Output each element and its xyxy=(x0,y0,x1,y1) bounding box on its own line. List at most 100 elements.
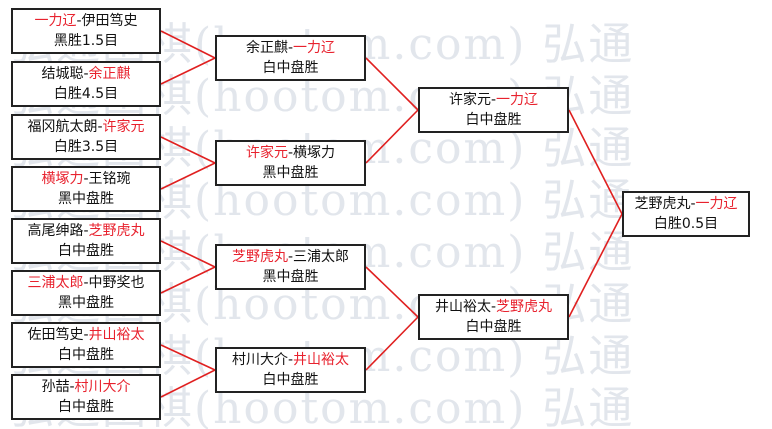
player-name: 一力辽 xyxy=(293,40,336,56)
match-players: 福冈航太朗-许家元 xyxy=(27,117,144,137)
connector-line xyxy=(365,316,419,371)
separator: - xyxy=(690,196,696,212)
player-name: 井山裕太 xyxy=(434,299,491,315)
round3-match-box: 井山裕太-芝野虎丸白中盘胜 xyxy=(418,294,569,340)
player-name: 中野奖也 xyxy=(88,275,145,291)
player-name: 井山裕太 xyxy=(88,327,145,343)
round2-match-box: 许家元-横塚力黑中盘胜 xyxy=(215,140,366,186)
match-result: 白胜4.5目 xyxy=(53,86,119,102)
separator: - xyxy=(287,249,294,265)
connector-line xyxy=(160,162,216,190)
player-name: 余正麒 xyxy=(88,66,131,82)
separator: - xyxy=(287,145,294,161)
player-name: 一力辽 xyxy=(496,92,539,108)
connector-line xyxy=(160,266,216,294)
player-name: 高尾绅路 xyxy=(27,223,84,239)
separator: - xyxy=(287,40,294,56)
player-name: 伊田笃史 xyxy=(81,13,138,29)
player-name: 芝野虎丸 xyxy=(88,223,145,239)
player-name: 芝野虎丸 xyxy=(634,196,691,212)
player-name: 结城聪 xyxy=(41,66,84,82)
match-result: 黑中盘胜 xyxy=(58,191,114,207)
match-players: 许家元-一力辽 xyxy=(449,90,538,110)
match-players: 三浦太郎-中野奖也 xyxy=(27,273,144,293)
match-result: 白中盘胜 xyxy=(58,347,114,363)
match-result: 黑中盘胜 xyxy=(262,165,319,181)
player-name: 余正麒 xyxy=(245,40,288,56)
match-result: 黑中盘胜 xyxy=(262,269,319,285)
connector-line xyxy=(160,57,216,85)
player-name: 横塚力 xyxy=(293,145,336,161)
final-match-box: 芝野虎丸-一力辽白胜0.5目 xyxy=(622,191,750,237)
round1-match-box: 佐田笃史-井山裕太白中盘胜 xyxy=(11,322,161,368)
player-name: 村川大介 xyxy=(74,379,131,395)
player-name: 佐田笃史 xyxy=(27,327,84,343)
match-players: 高尾绅路-芝野虎丸 xyxy=(27,221,144,241)
match-players: 结城聪-余正麒 xyxy=(41,64,130,84)
separator: - xyxy=(83,327,89,343)
round3-match-box: 许家元-一力辽白中盘胜 xyxy=(418,87,569,133)
connector-line xyxy=(160,240,216,268)
match-result: 白中盘胜 xyxy=(262,60,319,76)
separator: - xyxy=(76,13,82,29)
match-players: 芝野虎丸-三浦太郎 xyxy=(232,247,349,267)
match-result: 白中盘胜 xyxy=(58,243,114,259)
player-name: 横塚力 xyxy=(41,171,84,187)
player-name: 三浦太郎 xyxy=(27,275,84,291)
connector-line xyxy=(365,57,419,111)
player-name: 井山裕太 xyxy=(293,352,350,368)
player-name: 孙喆 xyxy=(41,379,70,395)
separator: - xyxy=(490,92,497,108)
connector-line xyxy=(160,30,216,59)
match-players: 一力辽-伊田笃史 xyxy=(34,11,137,31)
player-name: 芝野虎丸 xyxy=(231,249,288,265)
player-name: 一力辽 xyxy=(695,196,738,212)
connector-line xyxy=(160,369,216,398)
match-result: 白胜0.5目 xyxy=(653,216,719,232)
player-name: 三浦太郎 xyxy=(293,249,350,265)
match-result: 白胜3.5目 xyxy=(53,139,119,155)
match-result: 白中盘胜 xyxy=(465,112,522,128)
connector-line xyxy=(365,109,419,164)
separator: - xyxy=(97,119,103,135)
round1-match-box: 高尾绅路-芝野虎丸白中盘胜 xyxy=(11,218,161,264)
round2-match-box: 村川大介-井山裕太白中盘胜 xyxy=(215,347,366,393)
match-players: 许家元-横塚力 xyxy=(246,143,335,163)
separator: - xyxy=(69,379,75,395)
connector-line xyxy=(568,109,623,215)
match-players: 村川大介-井山裕太 xyxy=(232,350,349,370)
match-result: 白中盘胜 xyxy=(262,372,319,388)
round2-match-box: 余正麒-一力辽白中盘胜 xyxy=(215,35,366,81)
player-name: 王铭琬 xyxy=(88,171,131,187)
round1-match-box: 孙喆-村川大介白中盘胜 xyxy=(11,374,161,420)
match-players: 横塚力-王铭琬 xyxy=(41,169,130,189)
match-result: 白中盘胜 xyxy=(465,319,522,335)
player-name: 一力辽 xyxy=(34,13,77,29)
round1-match-box: 福冈航太朗-许家元白胜3.5目 xyxy=(11,114,161,160)
connector-line xyxy=(568,213,623,318)
separator: - xyxy=(83,66,89,82)
separator: - xyxy=(490,299,497,315)
round2-match-box: 芝野虎丸-三浦太郎黑中盘胜 xyxy=(215,244,366,290)
match-players: 孙喆-村川大介 xyxy=(41,377,130,397)
match-result: 黑胜1.5目 xyxy=(53,33,119,49)
match-players: 芝野虎丸-一力辽 xyxy=(634,194,737,214)
player-name: 许家元 xyxy=(102,119,145,135)
separator: - xyxy=(83,223,89,239)
player-name: 许家元 xyxy=(245,145,288,161)
player-name: 许家元 xyxy=(448,92,491,108)
player-name: 芝野虎丸 xyxy=(496,299,553,315)
connector-line xyxy=(160,344,216,371)
match-players: 余正麒-一力辽 xyxy=(246,38,335,58)
player-name: 村川大介 xyxy=(231,352,288,368)
match-players: 井山裕太-芝野虎丸 xyxy=(435,297,552,317)
match-result: 黑中盘胜 xyxy=(58,295,114,311)
round1-match-box: 结城聪-余正麒白胜4.5目 xyxy=(11,61,161,107)
round1-match-box: 三浦太郎-中野奖也黑中盘胜 xyxy=(11,270,161,316)
player-name: 福冈航太朗 xyxy=(27,119,98,135)
round1-match-box: 一力辽-伊田笃史黑胜1.5目 xyxy=(11,8,161,54)
connector-line xyxy=(365,266,419,318)
separator: - xyxy=(83,275,89,291)
separator: - xyxy=(287,352,294,368)
